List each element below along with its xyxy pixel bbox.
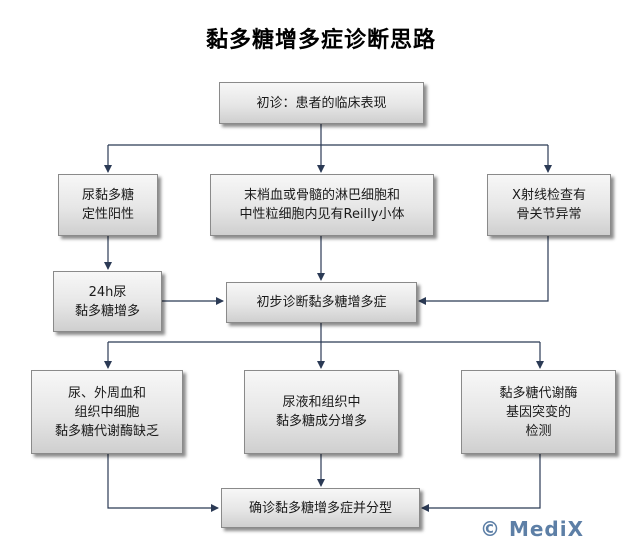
edge-gene-to-final [421,454,541,512]
node-mps-component-increase: 尿液和组织中 黏多糖成分增多 [244,370,399,454]
node-initial-presentation: 初诊：患者的临床表现 [219,82,424,124]
node-enzyme-deficiency: 尿、外周血和 组织中细胞 黏多糖代谢酶缺乏 [31,370,183,454]
node-preliminary-diagnosis: 初步诊断黏多糖增多症 [226,282,417,323]
node-gene-mutation-test: 黏多糖代谢酶 基因突变的 检测 [461,370,616,454]
diagram-title: 黏多糖增多症诊断思路 [205,27,436,53]
node-reilly-bodies: 末梢血或骨髓的淋巴细胞和 中性粒细胞内见有Reilly小体 [210,174,434,236]
node-final-diagnosis: 确诊黏多糖增多症并分型 [221,488,420,528]
node-urine-mps-positive: 尿黏多糖 定性阳性 [58,174,158,236]
node-24h-urine: 24h尿 黏多糖增多 [53,271,162,332]
node-xray-bone-abnormality: X射线检查有 骨关节异常 [487,174,611,236]
edge-enzyme-to-final [107,454,219,512]
watermark-logo: © MediX [480,517,585,541]
edge-xray-to-preliminary [418,236,549,305]
